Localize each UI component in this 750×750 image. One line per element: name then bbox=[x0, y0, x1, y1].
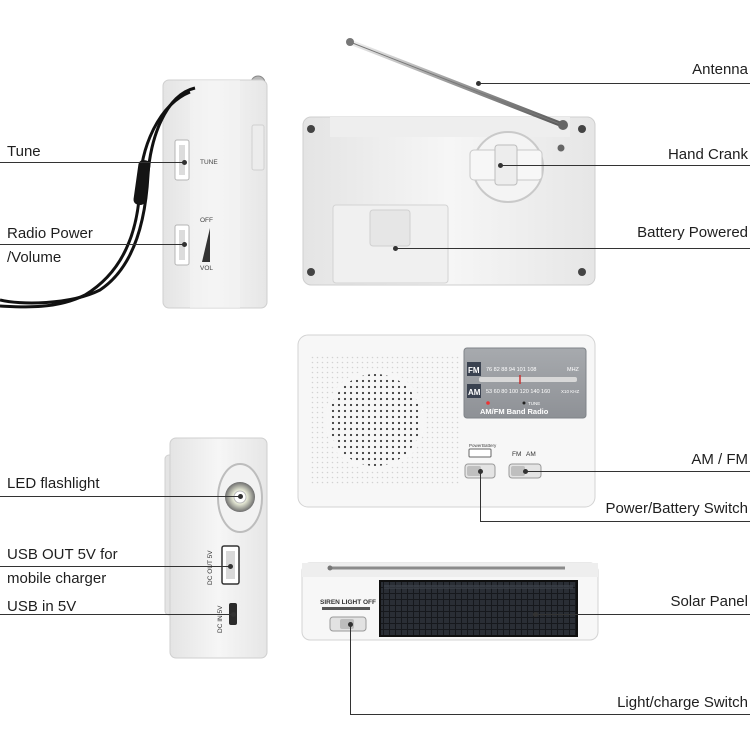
label-led-flashlight: LED flashlight bbox=[7, 475, 100, 492]
dial-khz: X10 KHZ bbox=[561, 389, 580, 394]
label-battery-powered: Battery Powered bbox=[637, 224, 748, 241]
light-switch-leader-dot bbox=[348, 622, 353, 627]
switch-power-text: Power bbox=[469, 443, 482, 448]
side-vol-text: VOL bbox=[200, 265, 213, 272]
label-am-fm: AM / FM bbox=[691, 451, 748, 468]
usb-in-leader-dot bbox=[231, 612, 236, 617]
dial-mhz: MHZ bbox=[567, 367, 580, 373]
dial-fm-text: FM bbox=[468, 366, 480, 375]
side-view-device: TUNE OFF VOL bbox=[0, 75, 268, 309]
label-power-battery-switch: Power/Battery Switch bbox=[605, 500, 748, 517]
label-hand-crank: Hand Crank bbox=[667, 146, 748, 163]
tune-leader bbox=[0, 162, 184, 163]
usb-in-leader bbox=[0, 614, 233, 615]
label-tune: Tune bbox=[7, 143, 41, 160]
label-antenna: Antenna bbox=[692, 61, 748, 78]
power-switch-leader-dot bbox=[478, 469, 483, 474]
usb-out-leader-dot bbox=[228, 564, 233, 569]
light-switch-leader-v bbox=[350, 624, 351, 715]
hand-crank-leader bbox=[500, 165, 750, 166]
led-leader bbox=[0, 496, 240, 497]
label-radio-power: Radio Power bbox=[7, 225, 93, 242]
radio-power-leader bbox=[0, 244, 184, 245]
hand-crank-leader-dot bbox=[498, 163, 503, 168]
label-usb-in: USB in 5V bbox=[7, 598, 77, 615]
switch-fm-text: FM bbox=[512, 451, 521, 458]
dial-am-scale: 53 60 80 100 120 140 160 bbox=[486, 389, 550, 395]
solar-leader bbox=[535, 614, 750, 615]
label-usb-out-1: USB OUT 5V for bbox=[7, 546, 118, 563]
am-fm-leader bbox=[525, 471, 750, 472]
usb-in-port-text: DC IN 5V bbox=[217, 605, 224, 633]
power-switch-leader-v bbox=[480, 471, 481, 522]
side-tune-text: TUNE bbox=[200, 159, 218, 166]
antenna-leader bbox=[478, 83, 750, 84]
usb-out-leader bbox=[0, 566, 230, 567]
dial-fm-scale: 76 82 88 94 101 108 bbox=[486, 367, 536, 373]
am-fm-leader-dot bbox=[523, 469, 528, 474]
dial-tune-text: TUNE bbox=[528, 401, 540, 406]
switch-battery-text: Battery bbox=[482, 443, 497, 448]
label-radio-volume: /Volume bbox=[7, 249, 62, 266]
switch-am-text: AM bbox=[526, 451, 536, 458]
radio-power-leader-dot bbox=[182, 242, 187, 247]
usb-out-port-text: DC OUT 5V bbox=[207, 550, 214, 585]
battery-leader bbox=[395, 248, 750, 249]
label-solar-panel: Solar Panel bbox=[670, 593, 748, 610]
antenna-leader-dot bbox=[476, 81, 481, 86]
top-view-device: SIREN LIGHT OFF bbox=[301, 562, 599, 641]
end-view-device: DC OUT 5V DC IN 5V bbox=[164, 437, 268, 659]
solar-leader-dot bbox=[533, 612, 538, 617]
side-off-text: OFF bbox=[200, 217, 213, 224]
light-switch-leader-h bbox=[350, 714, 750, 715]
dial-title: AM/FM Band Radio bbox=[480, 407, 549, 416]
power-switch-leader-h bbox=[480, 521, 750, 522]
label-light-charge-switch: Light/charge Switch bbox=[617, 694, 748, 711]
tune-leader-dot bbox=[182, 160, 187, 165]
front-view-device: FM AM 76 82 88 94 101 108 53 60 80 100 1… bbox=[297, 334, 596, 508]
battery-leader-dot bbox=[393, 246, 398, 251]
label-usb-out-2: mobile charger bbox=[7, 570, 107, 587]
siren-light-off-text: SIREN LIGHT OFF bbox=[320, 599, 376, 606]
led-leader-dot bbox=[238, 494, 243, 499]
dial-am-text: AM bbox=[468, 388, 481, 397]
